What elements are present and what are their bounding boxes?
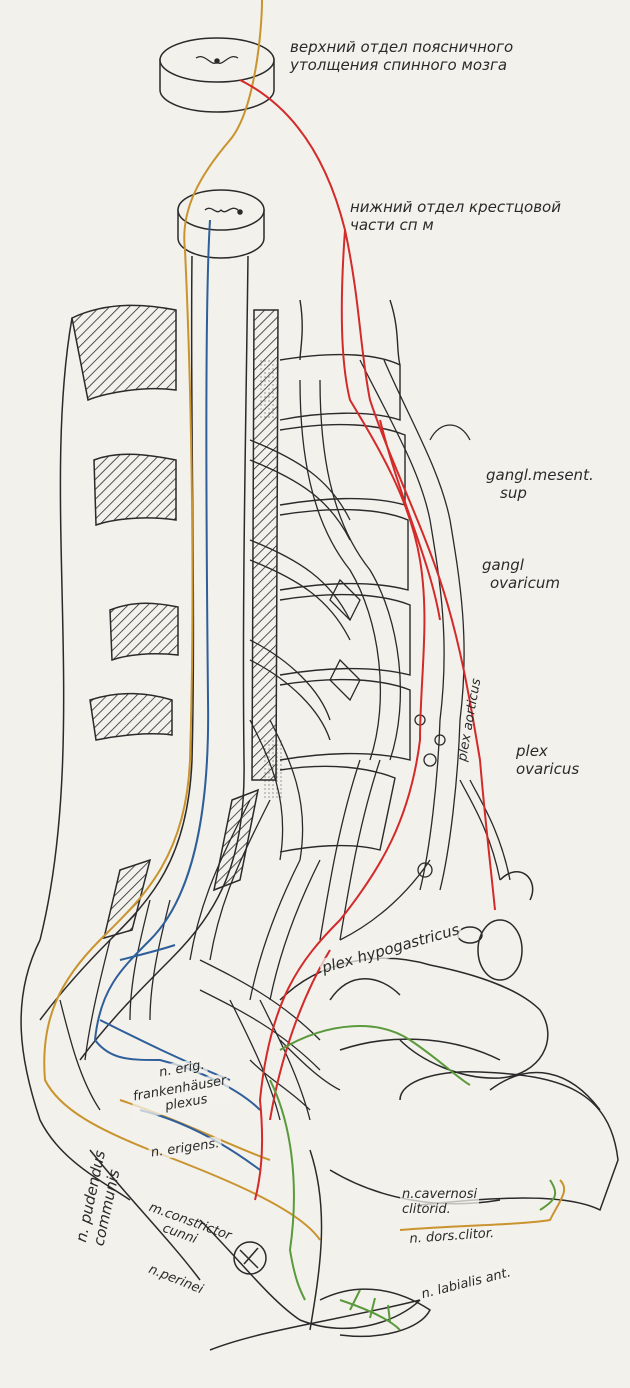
lower-cord-label-line2: части сп м: [350, 216, 561, 234]
gangl-ovaricum-label-line1: gangl: [482, 556, 560, 574]
vertebral-column: [40, 300, 410, 940]
gangl-mesent-label: gangl.mesent. sup: [486, 466, 594, 502]
pelvic-organ-outlines: [21, 872, 618, 1350]
upper-cord-label-line1: верхний отдел поясничного: [290, 38, 513, 56]
lower-cord-label-line1: нижний отдел крестцовой: [350, 198, 561, 216]
upper-cord-label-line2: утолщения спинного мозга: [290, 56, 513, 74]
sympathetic-fiber: [240, 80, 495, 1200]
gangl-ovaricum-label-line2: ovaricum: [482, 574, 560, 592]
gangl-mesent-label-line2: sup: [486, 484, 594, 502]
plex-ovaricus-label: plex ovaricus: [516, 742, 579, 778]
plex-ovaricus-label-line1: plex: [516, 742, 579, 760]
gangl-mesent-label-line1: gangl.mesent.: [486, 466, 594, 484]
upper-cord-label: верхний отдел поясничного утолщения спин…: [290, 38, 513, 74]
plex-ovaricus-label-line2: ovaricus: [516, 760, 579, 778]
n-cavernosi-label-line1: n.cavernosi: [402, 1187, 477, 1202]
upper-spinal-cord-segment: [160, 38, 274, 112]
n-cavernosi-label-line2: clitorid.: [402, 1202, 477, 1217]
lower-cord-label: нижний отдел крестцовой части сп м: [350, 198, 561, 234]
n-cavernosi-label: n.cavernosi clitorid.: [400, 1187, 479, 1217]
gangl-ovaricum-label: gangl ovaricum: [482, 556, 560, 592]
